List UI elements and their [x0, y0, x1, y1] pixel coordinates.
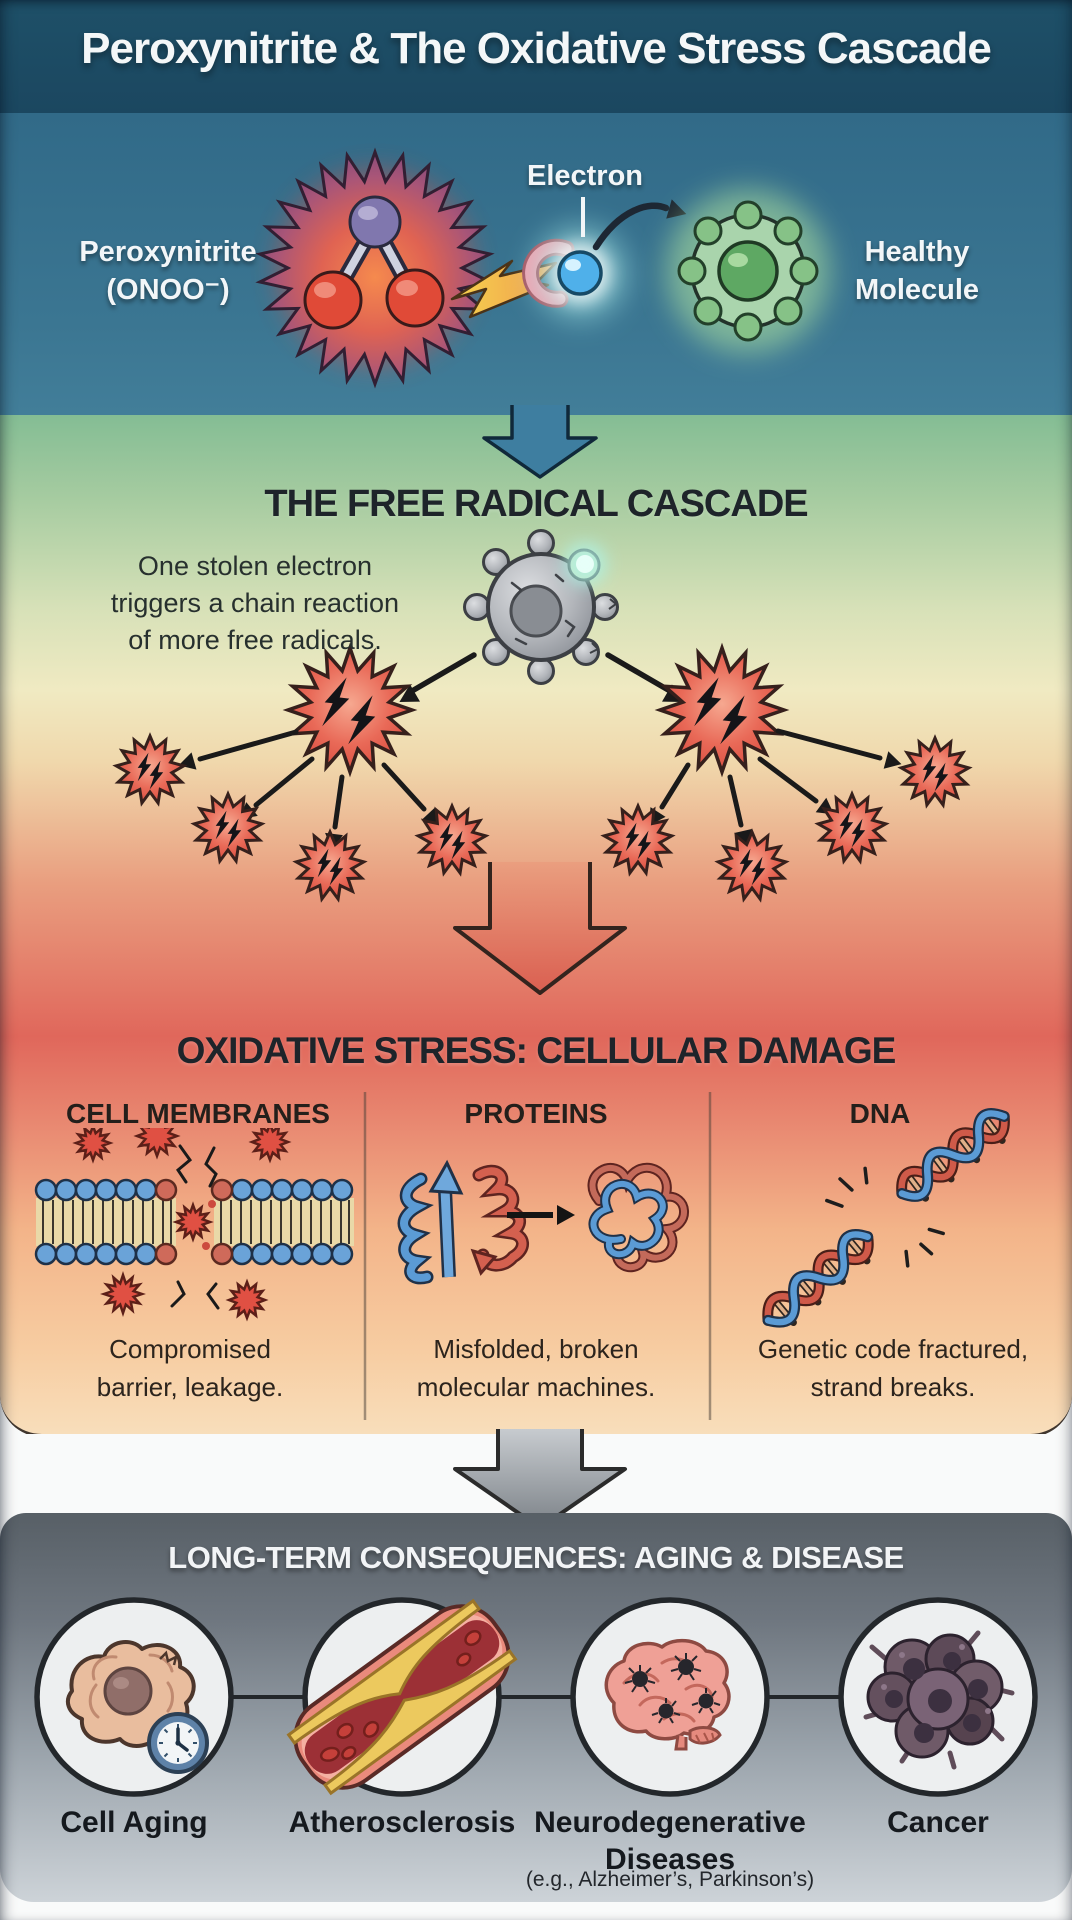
consequences-heading: LONG-TERM CONSEQUENCES: AGING & DISEASE [168, 1540, 904, 1575]
consequences-illustrations [34, 1597, 1038, 1797]
column-header-dna: DNA [849, 1098, 911, 1129]
label-cancer: Cancer [887, 1806, 989, 1839]
clock-icon [147, 1712, 209, 1774]
peroxynitrite-molecule-illustration [255, 147, 495, 389]
folded-protein [397, 1159, 529, 1285]
label-atherosclerosis: Atherosclerosis [288, 1806, 516, 1839]
healthy-molecule-illustration [666, 189, 830, 353]
free-radical-burst-medium [282, 642, 418, 778]
membrane-cracks [170, 1144, 220, 1310]
atherosclerosis-illustration [286, 1597, 518, 1797]
page-title: Peroxynitrite & The Oxidative Stress Cas… [81, 24, 992, 73]
stolen-electron-illustration [522, 197, 627, 320]
caption-dna: Genetic code fractured, strand breaks. [757, 1334, 1029, 1402]
free-radical-burst-small [600, 802, 676, 877]
free-radical-burst-small [112, 732, 188, 807]
cascade-branch-arrows [197, 728, 883, 830]
electron-transfer-arrow [592, 199, 687, 251]
sublabel-examples: (e.g., Alzheimer’s, Parkinson’s) [525, 1868, 815, 1891]
damaged-molecule-illustration [463, 529, 619, 685]
damage-heading: OXIDATIVE STRESS: CELLULAR DAMAGE [176, 1030, 897, 1071]
free-radical-burst-small [714, 828, 790, 903]
free-radical-burst-medium [654, 642, 790, 778]
cascade-description: One stolen electron triggers a chain rea… [110, 551, 400, 655]
free-radical-burst-small [414, 802, 490, 877]
radical-bursts [72, 1128, 292, 1322]
healthy-molecule-label: Healthy Molecule [854, 236, 980, 306]
down-arrow-blue [482, 405, 598, 479]
free-radical-burst-small [897, 734, 973, 809]
cascade-heading: THE FREE RADICAL CASCADE [264, 483, 808, 525]
column-header-membranes: CELL MEMBRANES [66, 1098, 330, 1129]
cell-membrane-illustration [34, 1128, 354, 1322]
label-cell-aging: Cell Aging [60, 1806, 208, 1839]
plaque-tangles [624, 1653, 721, 1724]
column-header-proteins: PROTEINS [464, 1098, 608, 1129]
break-sparks [825, 1166, 945, 1268]
reaction-scene: Peroxynitrite (ONOO⁻) Electron Healthy M… [0, 113, 1072, 415]
title-bar: Peroxynitrite & The Oxidative Stress Cas… [0, 0, 1072, 113]
free-radical-burst-small [190, 790, 266, 865]
down-arrow-red [453, 862, 627, 995]
neurodegenerative-illustration [570, 1597, 770, 1797]
cascade-arrows [409, 652, 673, 694]
caption-proteins: Misfolded, broken molecular machines. [416, 1334, 656, 1402]
protein-illustration [397, 1159, 689, 1285]
reaction-scene-illustration [255, 147, 830, 389]
free-radical-burst-small [292, 828, 368, 903]
free-radical-burst-small [814, 790, 890, 865]
dna-illustration [762, 1107, 1010, 1328]
misfolded-protein [587, 1162, 689, 1272]
electron-label: Electron [526, 160, 644, 192]
label-neurodegenerative: Neurodegenerative Diseases [534, 1806, 806, 1876]
caption-membranes: Compromised barrier, leakage. [96, 1334, 284, 1402]
cancer-illustration [838, 1597, 1038, 1797]
peroxynitrite-label: Peroxynitrite (ONOO⁻) [79, 236, 257, 306]
cascade-illustration [112, 529, 973, 1420]
cell-aging-illustration [34, 1597, 234, 1797]
